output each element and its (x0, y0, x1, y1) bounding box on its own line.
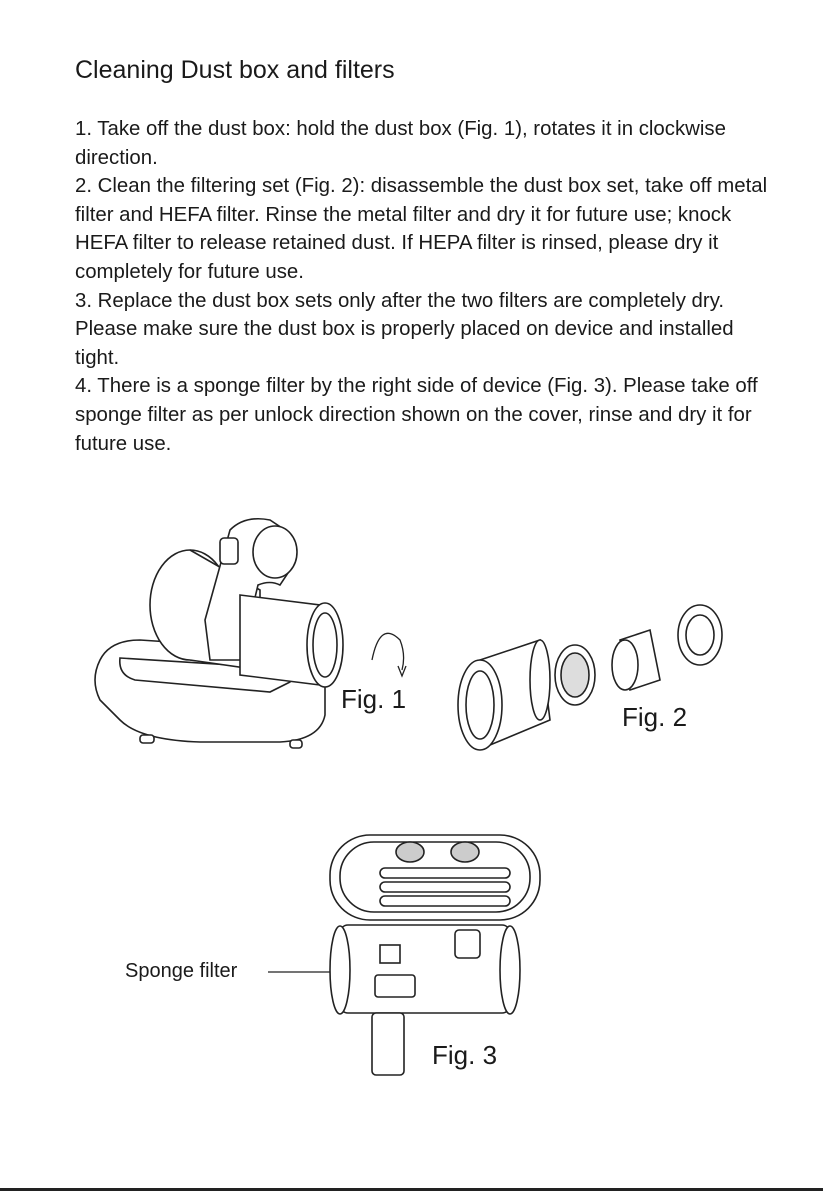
sponge-leader-line (268, 971, 330, 973)
page-title: Cleaning Dust box and filters (75, 56, 395, 84)
fig2-filters-illustration (457, 604, 723, 751)
fig2-label: Fig. 2 (622, 702, 688, 732)
fig1-label: Fig. 1 (341, 684, 407, 714)
bottom-rule (0, 1188, 823, 1191)
step-3: 3. Replace the dust box sets only after … (75, 289, 734, 369)
fig1-device-illustration (94, 517, 407, 749)
fig3-bottom-view-illustration (329, 834, 541, 1076)
sponge-filter-label: Sponge filter (125, 960, 238, 982)
step-2: 2. Clean the filtering set (Fig. 2): dis… (75, 175, 768, 283)
step-4: 4. There is a sponge filter by the right… (75, 375, 758, 455)
instructions: 1. Take off the dust box: hold the dust … (75, 115, 775, 458)
fig3-label: Fig. 3 (432, 1040, 498, 1070)
step-1: 1. Take off the dust box: hold the dust … (75, 118, 726, 169)
